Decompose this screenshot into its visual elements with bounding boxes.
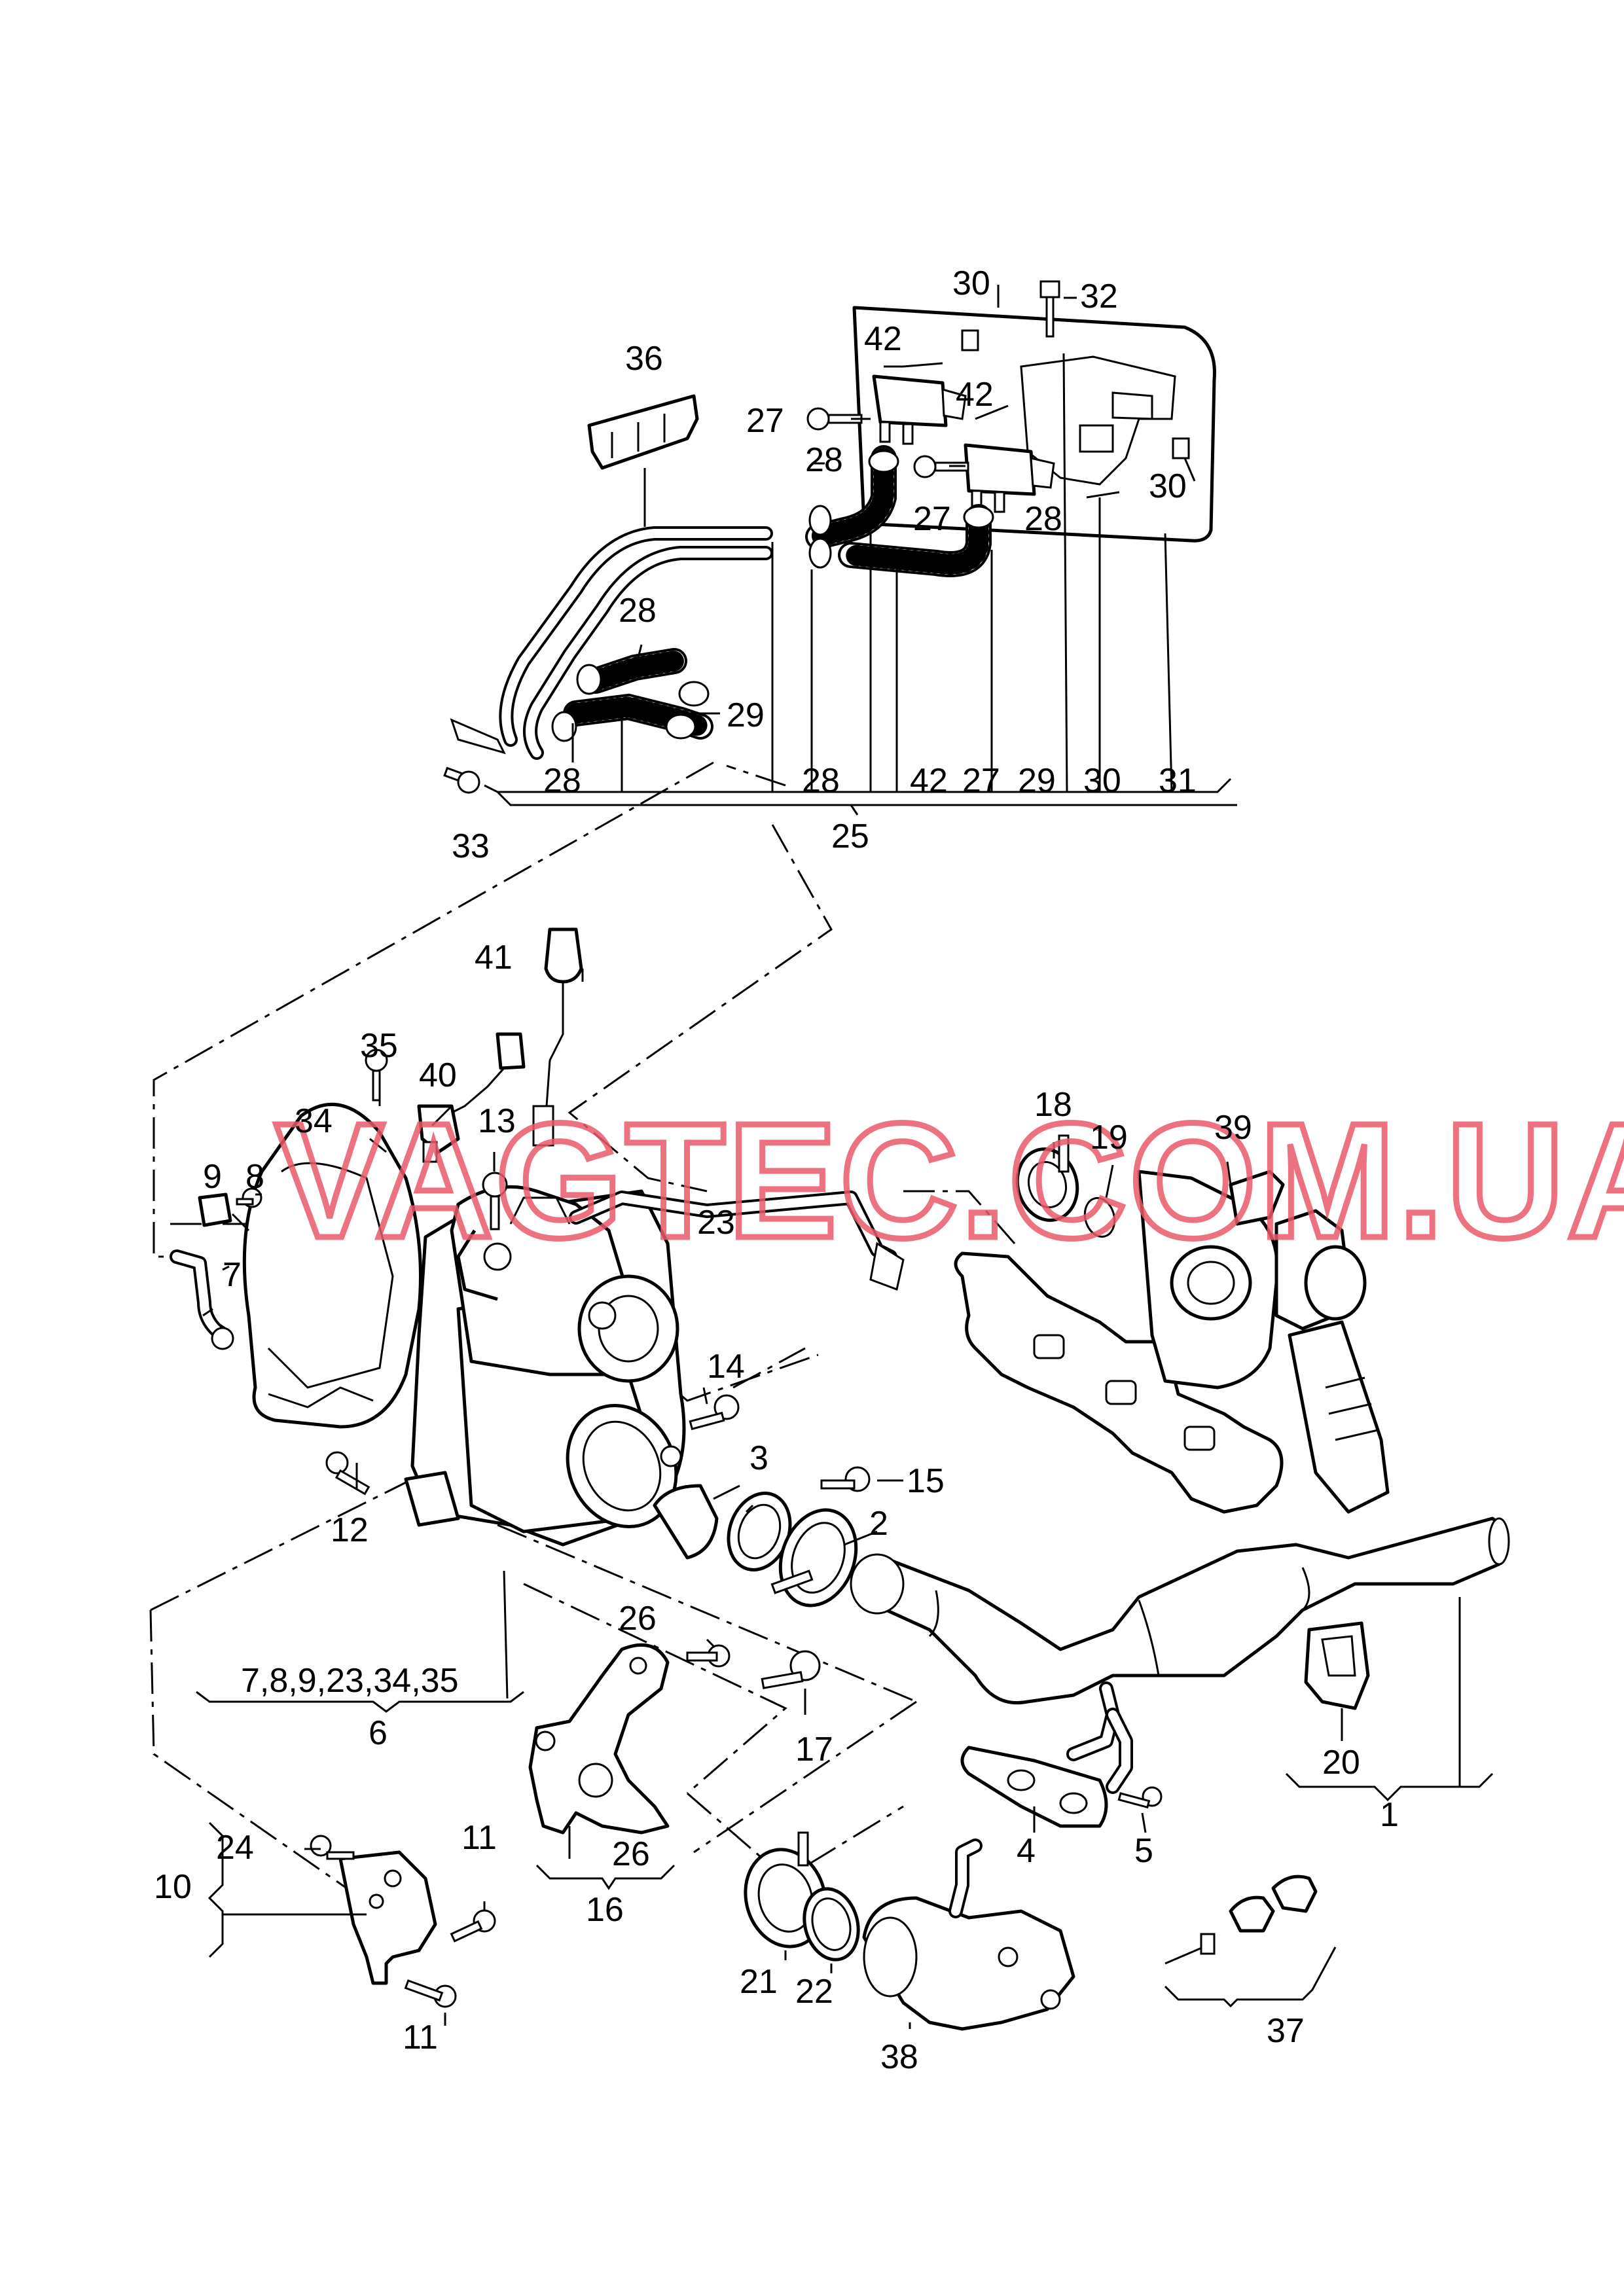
callout-2: 2 xyxy=(869,1505,888,1543)
callout-42-a: 42 xyxy=(864,320,902,358)
callout-7: 7 xyxy=(223,1256,242,1294)
callout-25: 25 xyxy=(831,817,869,855)
callout-28-a: 28 xyxy=(805,441,843,479)
callout-6: 6 xyxy=(369,1714,388,1752)
callout-10: 10 xyxy=(154,1868,192,1906)
exhaust-hanger xyxy=(1304,1621,1370,1710)
watermark-text: VAGTEC.COM.UA xyxy=(275,1089,1624,1272)
callout-41: 41 xyxy=(475,939,513,977)
callout-30-b: 30 xyxy=(1149,467,1187,505)
heat-shield-pads xyxy=(1164,1874,1318,1965)
callout-42-c: 42 xyxy=(910,762,948,800)
callout-32: 32 xyxy=(1080,278,1118,315)
callout-3: 3 xyxy=(749,1439,768,1477)
leader-lines-lower xyxy=(196,969,1494,2029)
callout-23: 23 xyxy=(697,1204,735,1242)
callout-13: 13 xyxy=(478,1102,516,1140)
callout-37: 37 xyxy=(1267,2012,1305,2050)
callout-21: 21 xyxy=(740,1963,778,2001)
callout-12: 12 xyxy=(331,1511,369,1549)
callout-16: 16 xyxy=(586,1891,624,1929)
callout-24: 24 xyxy=(216,1829,254,1867)
callout-28-d: 28 xyxy=(543,762,581,800)
callout-4: 4 xyxy=(1017,1832,1036,1870)
callout-22: 22 xyxy=(795,1973,833,2011)
callout-26-upper: 26 xyxy=(619,1600,657,1638)
sensor-bracket-group xyxy=(806,280,1216,543)
callout-30-a: 30 xyxy=(952,264,990,302)
callout-27-middle: 27 xyxy=(913,500,951,538)
sensors-40-41 xyxy=(365,927,583,1230)
callout-14: 14 xyxy=(707,1348,745,1386)
callout-30-c: 30 xyxy=(1083,762,1121,800)
callout-27-bottom: 27 xyxy=(962,762,1000,800)
callout-15: 15 xyxy=(907,1462,945,1500)
callout-28-e: 28 xyxy=(802,762,840,800)
callout-27-upper: 27 xyxy=(746,402,784,440)
callout-34: 34 xyxy=(295,1102,333,1140)
callout-38: 38 xyxy=(880,2038,918,2076)
callout-36: 36 xyxy=(625,340,663,378)
mount-bracket-10 xyxy=(310,1835,496,2008)
callout-9: 9 xyxy=(203,1158,222,1196)
callout-8: 8 xyxy=(245,1158,264,1196)
callout-29-a: 29 xyxy=(727,696,765,734)
callout-40: 40 xyxy=(419,1056,457,1094)
callout-17: 17 xyxy=(795,1731,833,1768)
callout-1: 1 xyxy=(1380,1796,1399,1834)
oil-line xyxy=(569,1191,905,1291)
heat-shield xyxy=(242,1102,422,1429)
callout-29-b: 29 xyxy=(1018,762,1056,800)
vacuum-hoses xyxy=(443,394,994,794)
callout-26-lower: 26 xyxy=(612,1835,650,1873)
callout-31: 31 xyxy=(1159,762,1197,800)
callout-5: 5 xyxy=(1134,1832,1153,1870)
gaskets-clamp xyxy=(727,1492,858,1607)
front-exhaust-pipe xyxy=(850,1516,1510,1794)
turbocharger-catalyst xyxy=(404,1185,719,1560)
callout-28-b: 28 xyxy=(1024,500,1062,538)
support-bracket-16 xyxy=(528,1643,821,1835)
clamp-seal-18-19 xyxy=(1015,1134,1116,1238)
callout-42-b: 42 xyxy=(956,376,994,414)
callout-39: 39 xyxy=(1214,1109,1252,1147)
fasteners-mid xyxy=(325,1394,871,1496)
leader-lines-upper xyxy=(484,285,1237,816)
exhaust-manifold-turbo xyxy=(954,1170,1390,1514)
callout-19: 19 xyxy=(1090,1119,1128,1157)
flange-gasket xyxy=(960,1746,1163,1828)
callout-11-lower: 11 xyxy=(403,2018,438,2056)
callout-6-contents: 7,8,9,23,34,35 xyxy=(241,1662,459,1700)
callout-28-c: 28 xyxy=(619,592,657,630)
callout-35: 35 xyxy=(360,1027,398,1065)
part-number-callouts: 1 2 3 4 5 6 7,8,9,23,34,35 7 8 9 10 11 1… xyxy=(154,264,1399,2076)
callout-33: 33 xyxy=(452,827,490,865)
callout-18: 18 xyxy=(1034,1086,1072,1124)
callout-11-upper: 11 xyxy=(461,1819,497,1857)
egr-cooler-parts xyxy=(744,1831,1075,2031)
callout-20: 20 xyxy=(1322,1744,1360,1782)
